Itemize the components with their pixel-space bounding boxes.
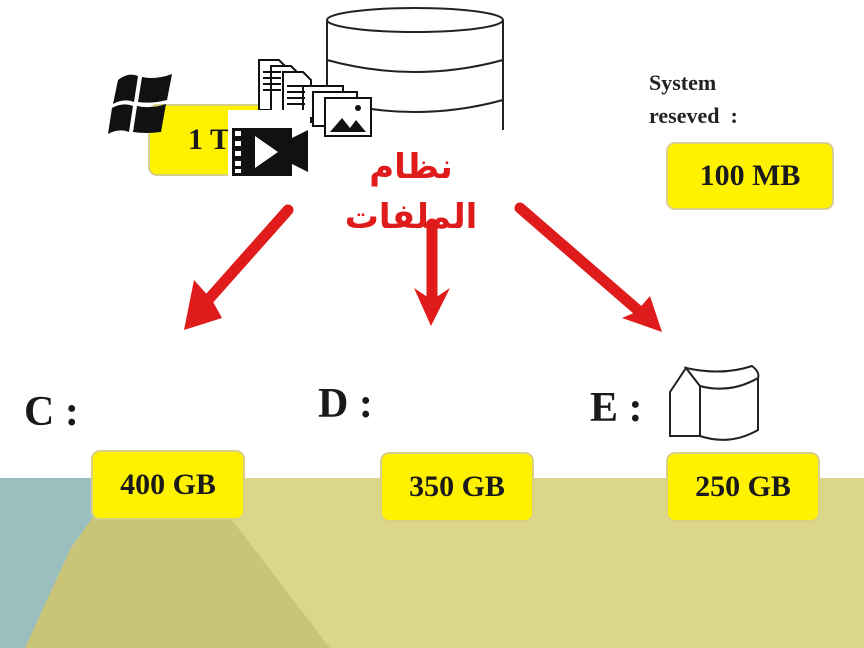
drive-d-size-box: 350 GB xyxy=(380,452,534,522)
drive-c-size: 400 GB xyxy=(120,468,216,501)
arrow-to-c xyxy=(202,204,294,306)
drive-e-size: 250 GB xyxy=(695,470,791,503)
system-reserved-size-box: 100 MB xyxy=(666,142,834,210)
arrowhead-c xyxy=(184,280,222,330)
ground-facet xyxy=(25,478,330,648)
drive-e-label: E : xyxy=(590,385,643,431)
arrow-to-e xyxy=(514,202,646,318)
drive-d-size: 350 GB xyxy=(409,470,505,503)
drive-c-size-box: 400 GB xyxy=(91,450,245,520)
system-reserved-size: 100 MB xyxy=(699,159,801,192)
system-reserved-label: System reseved : xyxy=(649,70,738,128)
drive-d-label: D : xyxy=(318,381,373,427)
drive-c-label: C : xyxy=(24,389,79,435)
arrowhead-d xyxy=(414,288,450,326)
teal-shape xyxy=(0,478,125,648)
filesystem-label: نظام الملفات xyxy=(344,147,478,237)
arrowhead-e xyxy=(622,296,662,332)
drive-e-size-box: 250 GB xyxy=(666,452,820,522)
